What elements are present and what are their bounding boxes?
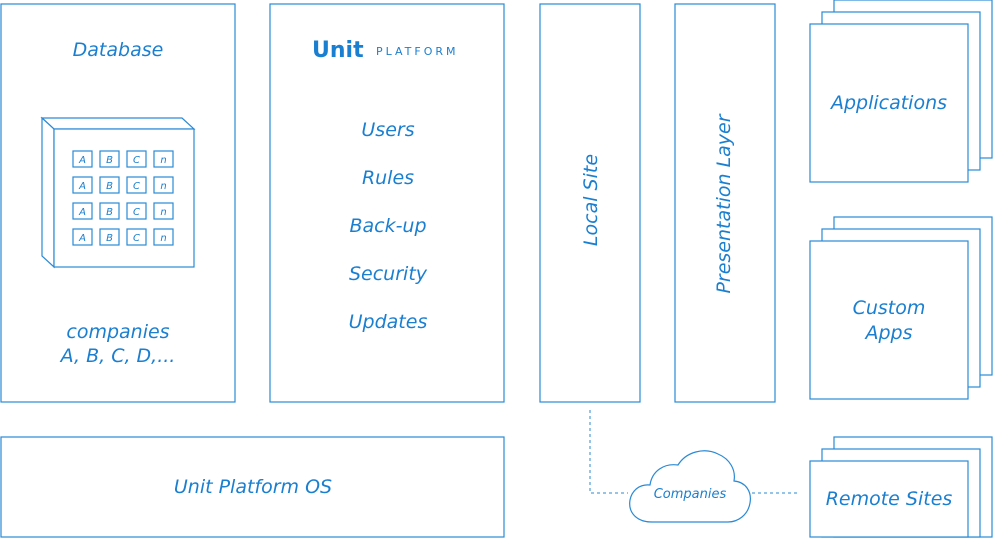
logo-main: Unit [312, 38, 364, 63]
database-grid-cell: C [126, 176, 147, 194]
database-grid-cell-label: B [106, 181, 113, 192]
database-grid-cell: n [153, 176, 174, 194]
platform-item-security: Security [349, 263, 428, 285]
database-grid-cell: A [72, 150, 93, 168]
local-site-label: Local Site [580, 154, 602, 246]
os-label: Unit Platform OS [174, 476, 332, 498]
platform-item-users: Users [361, 119, 414, 141]
database-grid-cell: A [72, 176, 93, 194]
unit-platform-logo: Unit PLATFORM [312, 38, 459, 63]
database-grid-cell: A [72, 228, 93, 246]
database-grid-cell-label: A [78, 233, 86, 244]
database-grid-cell: B [99, 176, 120, 194]
database-companies-line1: companies [66, 321, 169, 343]
database-grid-cell: B [99, 228, 120, 246]
database-grid-cell: n [153, 202, 174, 220]
local-site-panel: Local Site [539, 3, 641, 403]
database-grid-cell-label: A [78, 155, 86, 166]
database-companies-line2: A, B, C, D,... [59, 345, 176, 367]
database-grid-cell-label: n [160, 207, 166, 218]
database-grid-cell-label: B [106, 155, 113, 166]
connector-lines [589, 410, 800, 494]
database-grid-cell-label: C [133, 155, 140, 166]
database-grid-cell-label: A [78, 181, 86, 192]
platform-item-updates: Updates [349, 311, 428, 333]
custom-apps-line1: Custom [853, 297, 926, 319]
database-grid-cell-label: n [160, 233, 166, 244]
database-grid-cell: n [153, 150, 174, 168]
database-grid-cell: B [99, 150, 120, 168]
database-grid-cell-label: n [160, 181, 166, 192]
companies-cloud-label: Companies [654, 487, 727, 502]
platform-panel: Unit PLATFORM Users Rules Back-up Securi… [269, 3, 505, 403]
database-grid-cell: n [153, 228, 174, 246]
applications-stack: Applications [809, 0, 993, 183]
database-grid-cell-label: C [133, 207, 140, 218]
database-grid-cell: C [126, 150, 147, 168]
database-title: Database [73, 39, 164, 61]
platform-item-rules: Rules [362, 167, 414, 189]
companies-cloud-icon: Companies [629, 450, 751, 523]
database-grid-cell-label: n [160, 155, 166, 166]
logo-sub: PLATFORM [376, 45, 459, 58]
platform-item-backup: Back-up [349, 215, 426, 237]
custom-apps-line2: Apps [863, 322, 912, 344]
database-grid-cell: A [72, 202, 93, 220]
custom-apps-stack: Custom Apps [809, 216, 993, 400]
database-grid-cell: C [126, 228, 147, 246]
database-grid-cell-label: B [106, 233, 113, 244]
database-grid-cell-label: B [106, 207, 113, 218]
presentation-layer-label: Presentation Layer [713, 113, 735, 293]
database-grid-cell-label: C [133, 233, 140, 244]
database-grid-cell: C [126, 202, 147, 220]
database-grid-cell-label: A [78, 207, 86, 218]
remote-sites-label: Remote Sites [826, 488, 953, 510]
presentation-layer-panel: Presentation Layer [674, 3, 776, 403]
database-grid-cell-label: C [133, 181, 140, 192]
applications-label: Applications [829, 92, 947, 114]
remote-sites-stack: Remote Sites [809, 436, 993, 538]
os-panel: Unit Platform OS [0, 436, 505, 538]
database-grid-cell: B [99, 202, 120, 220]
